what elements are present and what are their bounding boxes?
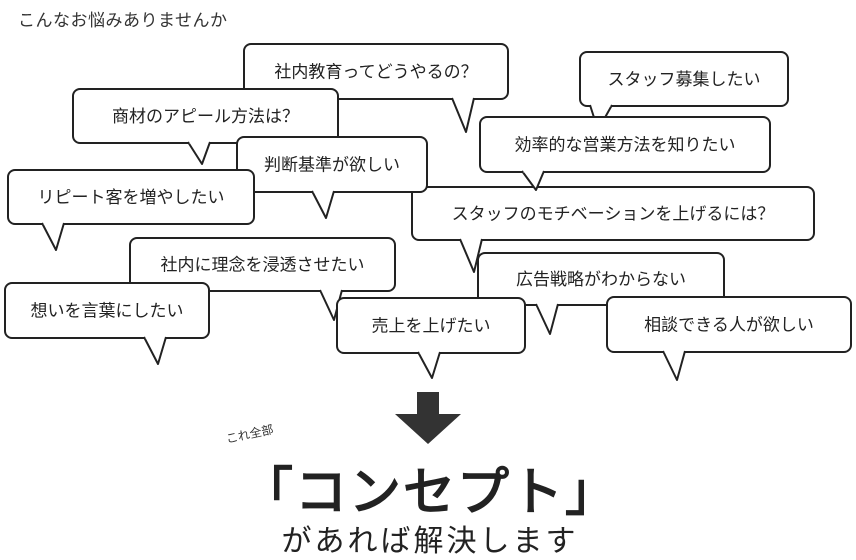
bubble-text: スタッフのモチベーションを上げるには？ [452, 205, 775, 225]
bubble-text: 効率的な営業方法を知りたい [515, 136, 736, 156]
tagline: があれば解決します [281, 524, 579, 559]
bubble-tail [589, 104, 613, 131]
bubble-tail [417, 351, 441, 379]
bubble-text: 判断基準が欲しい [264, 156, 400, 176]
bubble-product-appeal: 商材のアピール方法は？ [72, 88, 339, 165]
bubble-ad-strategy: 広告戦略がわからない [477, 252, 725, 335]
bubble-text: 相談できる人が欲しい [644, 316, 814, 336]
bubble-box [129, 237, 396, 292]
bubble-text: リピート客を増やしたい [38, 188, 225, 208]
bubble-text: 社内教育ってどうやるの？ [274, 63, 477, 83]
bubble-tail [662, 350, 686, 381]
bubble-box [243, 43, 509, 100]
bubble-tail [187, 141, 211, 165]
bubble-effective-sales: 効率的な営業方法を知りたい [479, 116, 771, 191]
bubble-box [4, 282, 210, 339]
concept-title: 「コンセプト」 [240, 463, 619, 523]
bubble-text: 社内に理念を浸透させたい [161, 255, 365, 276]
bubble-repeat-customers: リピート客を増やしたい [7, 169, 255, 251]
bubble-box [7, 169, 255, 225]
bubble-express-thoughts: 想いを言葉にしたい [4, 282, 210, 365]
bubble-box [477, 252, 725, 306]
bubble-text: 想いを言葉にしたい [31, 302, 184, 322]
bubble-text: 商材のアピール方法は？ [112, 107, 299, 127]
bubble-box [236, 136, 428, 193]
bubble-tail [451, 97, 475, 133]
bubble-box [606, 296, 852, 353]
bubble-tail [41, 222, 65, 251]
bubble-box [479, 116, 771, 173]
bubble-increase-sales: 売上を上げたい [336, 297, 526, 379]
bubble-box [72, 88, 339, 144]
bubble-tail [535, 303, 559, 335]
bubble-text: 売上を上げたい [372, 317, 491, 337]
bubble-box [336, 297, 526, 354]
bubble-tail [319, 289, 343, 321]
bubble-box [579, 51, 789, 107]
bubble-philosophy: 社内に理念を浸透させたい [129, 237, 396, 321]
bubble-staff-recruit: スタッフ募集したい [579, 51, 789, 131]
bubble-judgment-criteria: 判断基準が欲しい [236, 136, 428, 219]
bubble-consultant: 相談できる人が欲しい [606, 296, 852, 381]
bubble-staff-motivation: スタッフのモチベーションを上げるには？ [411, 186, 815, 273]
down-arrow-icon [395, 392, 461, 444]
bubble-tail [459, 238, 483, 273]
bubble-text: スタッフ募集したい [608, 70, 761, 90]
bubble-tail [521, 170, 545, 191]
bubble-internal-education: 社内教育ってどうやるの？ [243, 43, 509, 133]
bubble-text: 広告戦略がわからない [516, 270, 686, 290]
bubble-box [411, 186, 815, 241]
page-heading: こんなお悩みありませんか [18, 11, 228, 31]
bubble-tail [311, 190, 335, 219]
bubble-tail [143, 336, 167, 365]
note-all-of-these: これ全部 [224, 422, 275, 447]
